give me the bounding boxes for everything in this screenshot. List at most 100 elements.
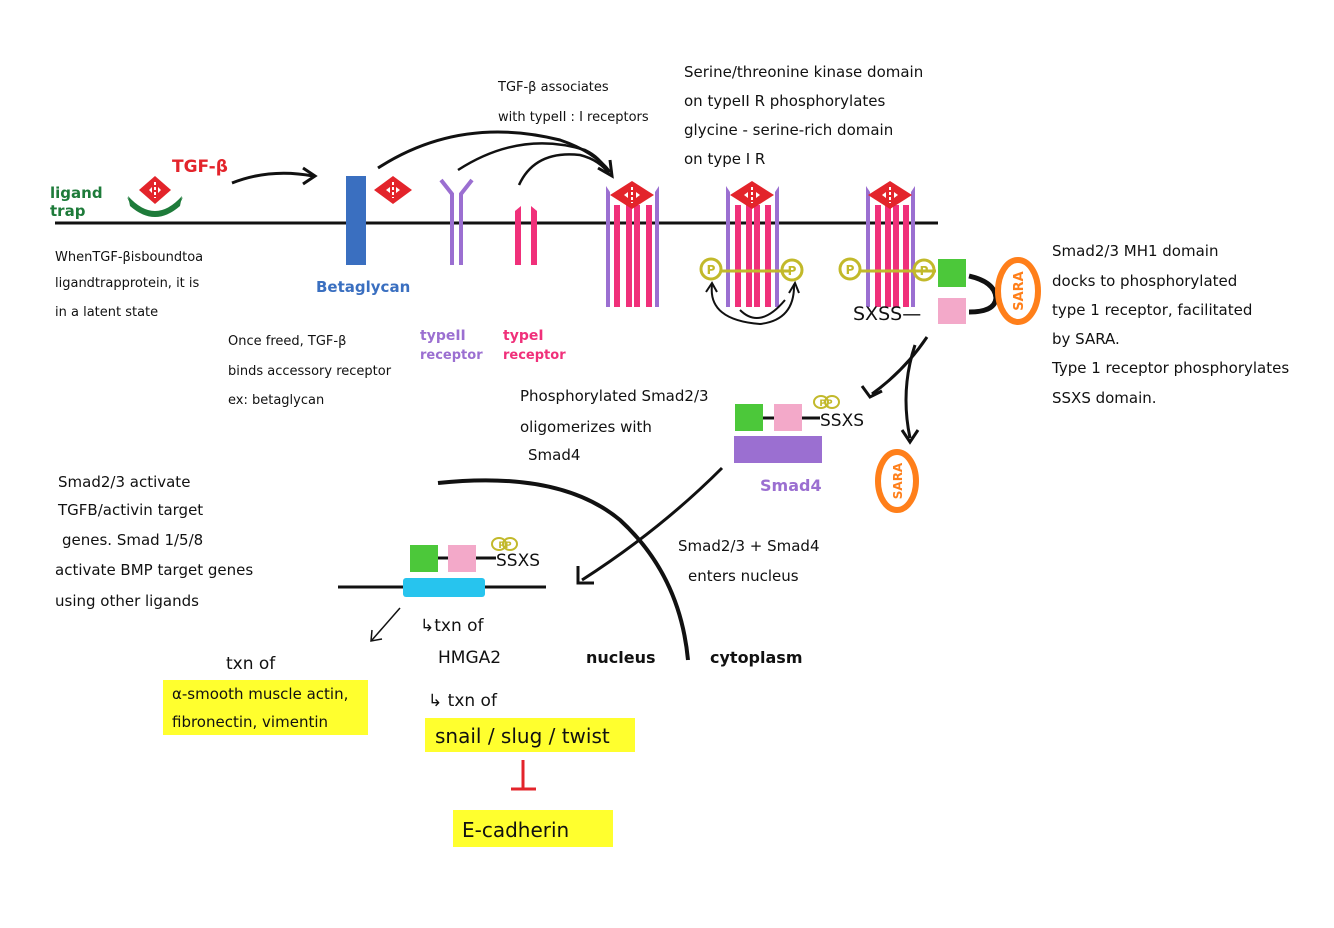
svg-text:ex: betaglycan: ex: betaglycan <box>228 393 324 408</box>
ligand-trap-complex <box>127 176 183 217</box>
svg-text:TGFB/activin target: TGFB/activin target <box>57 501 203 519</box>
svg-text:by SARA.: by SARA. <box>1052 330 1120 348</box>
snail-slug-twist: snail / slug / twist <box>435 724 610 748</box>
smad4-label: Smad4 <box>760 476 822 495</box>
arrow-type1-to-complex <box>517 153 612 186</box>
svg-text:Type 1 receptor phosphorylates: Type 1 receptor phosphorylates <box>1051 359 1289 377</box>
highlight-ecadherin <box>453 810 613 847</box>
svg-text:SARA: SARA <box>891 462 905 499</box>
svg-text:Smad2/3 + Smad4: Smad2/3 + Smad4 <box>678 537 819 555</box>
svg-text:with typeII : I receptors: with typeII : I receptors <box>498 110 649 125</box>
note-kinase: Serine/threonine kinase domain on typeII… <box>684 63 923 168</box>
highlight-mesenchymal <box>163 680 368 735</box>
svg-text:genes. Smad 1/5/8: genes. Smad 1/5/8 <box>62 531 203 549</box>
phospho-group-left <box>699 257 723 281</box>
svg-text:P: P <box>707 263 716 277</box>
type1-receptor-label-1: typeI <box>503 328 544 344</box>
svg-text:oligomerizes with: oligomerizes with <box>520 418 652 436</box>
svg-text:P: P <box>846 263 855 277</box>
phosphorylation-arrows <box>710 283 796 326</box>
svg-text:in a latent state: in a latent state <box>55 305 158 320</box>
tgf-beta-label: TGF-β <box>172 157 228 177</box>
arrow-docked-to-smad4-complex <box>871 336 929 396</box>
type1-receptor-label-2: receptor <box>503 348 566 363</box>
e-cadherin: E-cadherin <box>462 818 569 842</box>
ligand-trap-label-2: trap <box>50 202 86 220</box>
svg-text:on type I R: on type I R <box>684 150 765 168</box>
note-latent: WhenTGF-βisboundtoa ligandtrapprotein, i… <box>55 250 203 320</box>
type2-receptor-label-2: receptor <box>420 348 483 363</box>
phospho-group-right <box>780 258 804 282</box>
sxss-label: SXSS— <box>853 303 921 325</box>
svg-text:SSXS domain.: SSXS domain. <box>1052 389 1157 407</box>
ligand-trap-label-1: ligand <box>50 184 103 202</box>
svg-text:Smad2/3 MH1 domain: Smad2/3 MH1 domain <box>1052 242 1218 260</box>
svg-text:Once freed, TGF-β: Once freed, TGF-β <box>228 334 346 349</box>
transcription-factor <box>403 578 485 597</box>
betaglycan-receptor <box>346 176 366 265</box>
arrow-type2-to-complex <box>457 142 610 173</box>
sara-released: SARA <box>875 449 919 513</box>
txn-of-hmga2-line-2: HMGA2 <box>438 648 501 668</box>
svg-text:enters nucleus: enters nucleus <box>688 567 799 585</box>
svg-text:Smad2/3 activate: Smad2/3 activate <box>58 473 190 491</box>
receptor-complex-2: P P <box>699 181 804 326</box>
nuclear-envelope <box>437 478 690 661</box>
tgf-beta-ligand-trapped <box>139 176 171 204</box>
type2-receptor-alone <box>439 178 474 265</box>
note-oligomerizes: Phosphorylated Smad2/3 oligomerizes with… <box>520 387 709 464</box>
note-activate-genes: Smad2/3 activate TGFB/activin target gen… <box>55 473 253 610</box>
mesenchymal-genes-line-1: α-smooth muscle actin, <box>172 685 348 703</box>
nucleus-label: nucleus <box>586 648 656 667</box>
svg-text:Serine/threonine kinase domain: Serine/threonine kinase domain <box>684 63 923 81</box>
smad-complex-nucleus: PP <box>410 537 518 572</box>
svg-text:type 1 receptor, facilitated: type 1 receptor, facilitated <box>1052 301 1252 319</box>
smad-mh1-domain-docked <box>938 298 966 324</box>
note-once-freed: Once freed, TGF-β binds accessory recept… <box>228 334 392 408</box>
ssxs-label-cytoplasm: SSXS <box>820 411 864 431</box>
arrow-trap-to-betaglycan <box>231 171 314 185</box>
arrow-to-mesenchymal-genes <box>371 607 401 641</box>
smad23-docked <box>938 259 999 324</box>
receptor-complex-1 <box>606 181 659 307</box>
type1-receptor-alone <box>515 206 537 265</box>
mesenchymal-genes-line-2: fibronectin, vimentin <box>172 713 328 731</box>
svg-text:Phosphorylated Smad2/3: Phosphorylated Smad2/3 <box>520 387 709 405</box>
arrow-docked-to-sara-release <box>904 344 917 439</box>
smad-smad4-complex-cytoplasm: PP <box>734 395 840 463</box>
txn-of-snail: ↳ txn of <box>428 691 498 711</box>
arrow-complex-into-nucleus <box>581 466 724 582</box>
type2-receptor-label-1: typeII <box>420 328 466 344</box>
svg-text:ligandtrapprotein, it is: ligandtrapprotein, it is <box>55 276 200 291</box>
inhibition-bar <box>511 760 536 791</box>
note-associates: TGF-β associates with typeII : I recepto… <box>497 80 649 125</box>
cytoplasm-label: cytoplasm <box>710 648 802 667</box>
svg-text:using other ligands: using other ligands <box>55 592 199 610</box>
ligand-trap-body <box>128 196 182 217</box>
svg-text:P: P <box>920 264 929 278</box>
note-enters-nucleus: Smad2/3 + Smad4 enters nucleus <box>678 537 819 585</box>
svg-text:P: P <box>788 264 797 278</box>
svg-text:glycine - serine-rich domain: glycine - serine-rich domain <box>684 121 893 139</box>
txn-of-left: txn of <box>226 654 276 674</box>
txn-of-hmga2-line-1: ↳txn of <box>420 616 485 636</box>
ssxs-label-nucleus: SSXS <box>496 551 540 571</box>
svg-text:TGF-β associates: TGF-β associates <box>497 80 609 95</box>
svg-text:docks to phosphorylated: docks to phosphorylated <box>1052 272 1237 290</box>
smad-mh2-domain-docked <box>938 259 966 287</box>
smad4-bar <box>734 436 822 463</box>
svg-text:PP: PP <box>498 541 512 551</box>
note-smad-docks: Smad2/3 MH1 domain docks to phosphorylat… <box>1051 242 1289 407</box>
svg-text:activate BMP target genes: activate BMP target genes <box>55 561 253 579</box>
highlight-snail <box>425 718 635 752</box>
svg-text:on typeII R phosphorylates: on typeII R phosphorylates <box>684 92 886 110</box>
svg-text:Smad4: Smad4 <box>528 446 580 464</box>
tgf-beta-on-betaglycan <box>374 176 412 204</box>
svg-text:binds accessory receptor: binds accessory receptor <box>228 364 392 379</box>
svg-text:PP: PP <box>819 399 833 409</box>
svg-text:WhenTGF-βisboundtoa: WhenTGF-βisboundtoa <box>55 250 203 265</box>
receptor-complex-3: P P <box>838 181 936 307</box>
sara-docked: SARA <box>995 257 1041 325</box>
svg-text:SARA: SARA <box>1012 271 1027 311</box>
